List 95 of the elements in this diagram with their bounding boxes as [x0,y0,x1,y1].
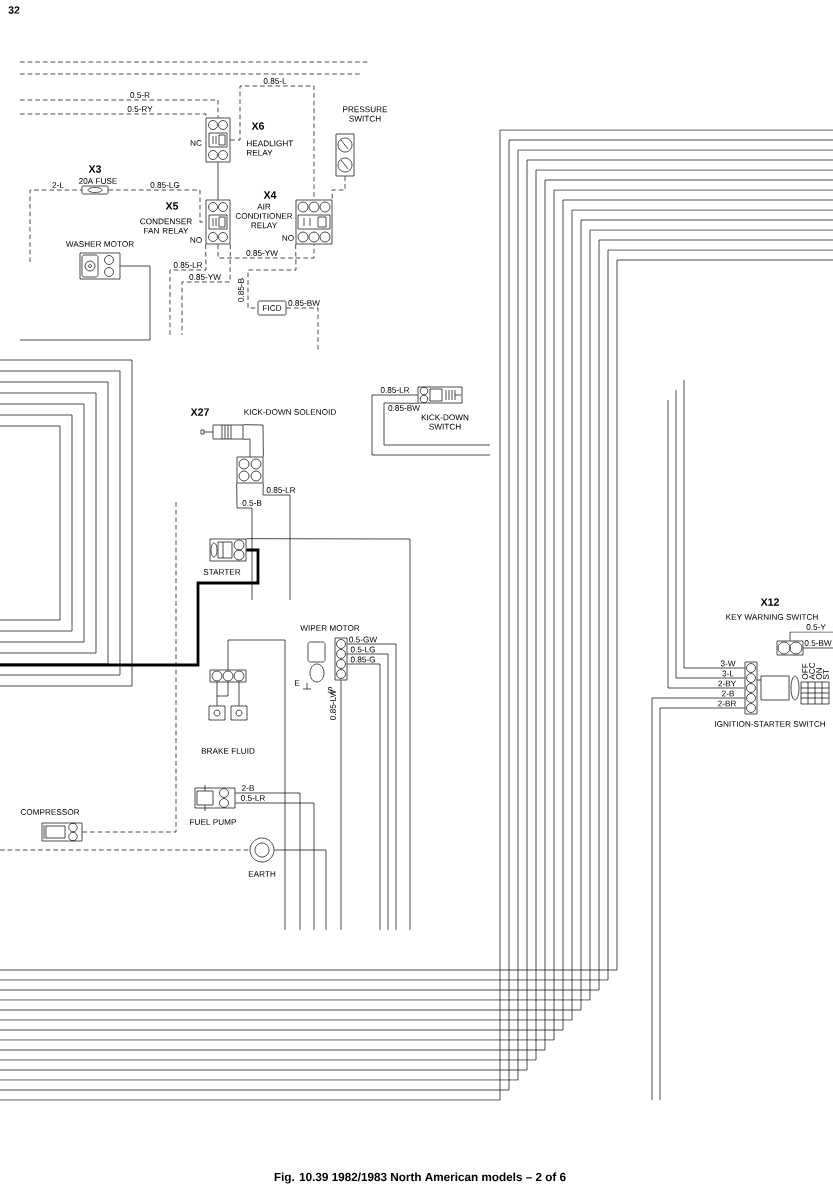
wire [227,639,286,931]
wire-label: 0.85-LR [265,486,297,494]
wire-label: 0.5-R [129,91,151,99]
wire [683,379,745,669]
wire [331,176,346,200]
wire [0,548,260,667]
wire [181,244,231,336]
contact-label: NO [190,237,202,243]
wire [247,244,297,309]
wire [29,189,82,263]
wire-label: 0.85-LR [379,386,411,394]
component-number: X3 [88,165,102,173]
wire [108,189,206,223]
wire [286,307,319,351]
wire [169,244,207,336]
wire [383,402,491,446]
component-label: STARTER [203,569,241,575]
wire [347,653,389,931]
wire-label: 0.5-LG [350,646,376,653]
wire [667,399,745,689]
wire-label: 0.85-L [262,77,288,85]
component-label: WASHER MOTOR [65,241,134,247]
wire-label: 0.5-Y [805,623,827,631]
component-label: WIPER MOTOR [300,625,360,631]
component-label: 20A FUSE [79,178,117,184]
component-number: X27 [190,408,209,416]
switch-position-label: ON [816,668,822,680]
terminal-label: E [294,680,300,686]
wire-label: 3-W [720,660,736,667]
wire [19,113,207,118]
wire [217,162,219,200]
wire-label: 2-BY [717,680,737,687]
wire [243,424,264,457]
wire [82,499,177,833]
switch-position-label: ACC [809,662,815,680]
wire [274,849,327,931]
component-label: COMPRESSOR [20,809,80,815]
wire-label: 2-L [51,181,65,189]
component-label: KICK-DOWN SOLENOID [244,409,336,415]
component-label: BRAKE FLUID [201,748,255,754]
wire [235,792,301,931]
wire-label: 0.5-RY [126,105,154,113]
component-number: X4 [263,191,277,199]
page-number: 32 [8,6,20,14]
component-label: CONDENSER FAN RELAY [140,218,192,234]
switch-position-label: OFF [802,663,808,680]
wire-label: 0.5-GW [348,636,378,643]
wire-label: 0.5-B [241,499,263,507]
wire-label: 0.5-LR [240,794,266,802]
wire-label: 2-B [721,690,735,697]
wire [236,483,253,601]
wire [19,265,151,341]
wire-label: 0.85-YW [245,249,279,257]
wire-label: 0.85-B [237,277,245,303]
wire [803,647,833,649]
component-label: KICK-DOWN SWITCH [421,414,469,430]
wire [789,631,833,641]
component-label: AIR CONDITIONER RELAY [235,203,293,229]
component-label: HEADLIGHT RELAY [247,140,294,156]
connector-symbol [236,456,264,484]
wire [347,643,397,931]
wire-label: 3-L [721,670,735,677]
wire-label: 0.85-BW [287,299,321,307]
wire-label: 0.85-YW [188,273,222,281]
component-label: EARTH [248,871,276,877]
wire-label: 0.85-BW [387,404,421,412]
wire [340,680,342,931]
wire-label: 2-BR [717,700,737,707]
wire [371,394,491,456]
switch-position-label: ST [823,669,829,680]
wire [246,538,411,931]
wire-label: 2-B [241,784,255,792]
wire-label: 0.85-G [350,656,376,663]
component-label: KEY WARNING SWITCH [726,614,818,620]
wire [235,802,315,931]
figure-caption: Fig. 10.39 1982/1983 North American models – 2 of 6 [274,1172,566,1184]
wire [262,483,291,601]
component-label: IGNITION-STARTER SWITCH [715,721,825,727]
wire [243,438,251,457]
wire [230,85,315,200]
wire [19,99,219,118]
wire [217,244,315,259]
wire [347,663,381,931]
component-number: X5 [165,202,179,210]
wire [675,389,745,679]
wire-label: 0.5-BW [803,639,833,647]
component-label: PRESSURE SWITCH [343,106,388,122]
wire-label: 0.85-LR [172,261,204,269]
component-label: FUEL PUMP [190,819,236,825]
contact-label: NO [282,235,294,241]
unit-box: FICD [257,300,287,316]
wire-label: 0.85-LG [149,181,181,189]
wire [0,849,250,851]
component-number: X12 [760,598,779,606]
component-number: X6 [251,122,265,130]
